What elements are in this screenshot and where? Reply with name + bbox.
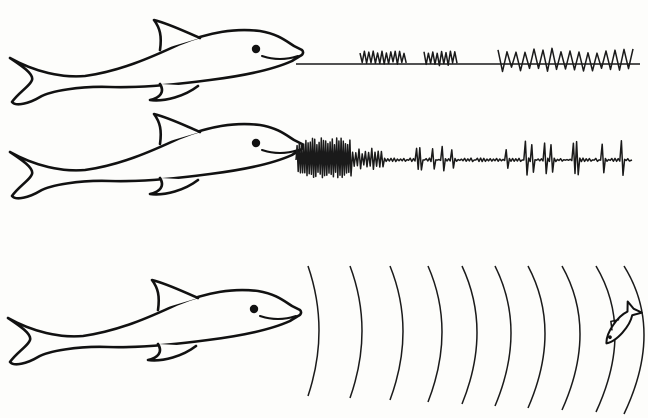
whistle-burst <box>360 51 406 64</box>
panel-sonar <box>8 266 644 414</box>
sonar-wavefront <box>528 266 545 408</box>
sonar-wavefront <box>495 266 511 406</box>
sonar-wavefront <box>308 266 319 396</box>
small-fish-icon <box>599 301 642 349</box>
sonar-wavefronts <box>308 266 644 414</box>
dolphin-icon <box>10 114 303 198</box>
panel-clicks <box>10 114 632 198</box>
signal-waveform-whistles <box>296 48 640 71</box>
sonar-wavefront <box>624 266 644 414</box>
signal-waveform-clicks <box>296 138 632 178</box>
panel-whistles <box>10 20 640 104</box>
click-train <box>296 138 632 178</box>
sonar-wavefront <box>350 266 362 398</box>
sonar-wavefront <box>562 266 580 410</box>
dolphin-icon <box>10 20 303 104</box>
sonar-wavefront <box>428 266 442 402</box>
sonar-wavefront <box>390 266 403 400</box>
dolphin-icon <box>8 280 301 364</box>
whistle-burst <box>498 48 633 71</box>
sonar-wavefront <box>462 266 477 404</box>
